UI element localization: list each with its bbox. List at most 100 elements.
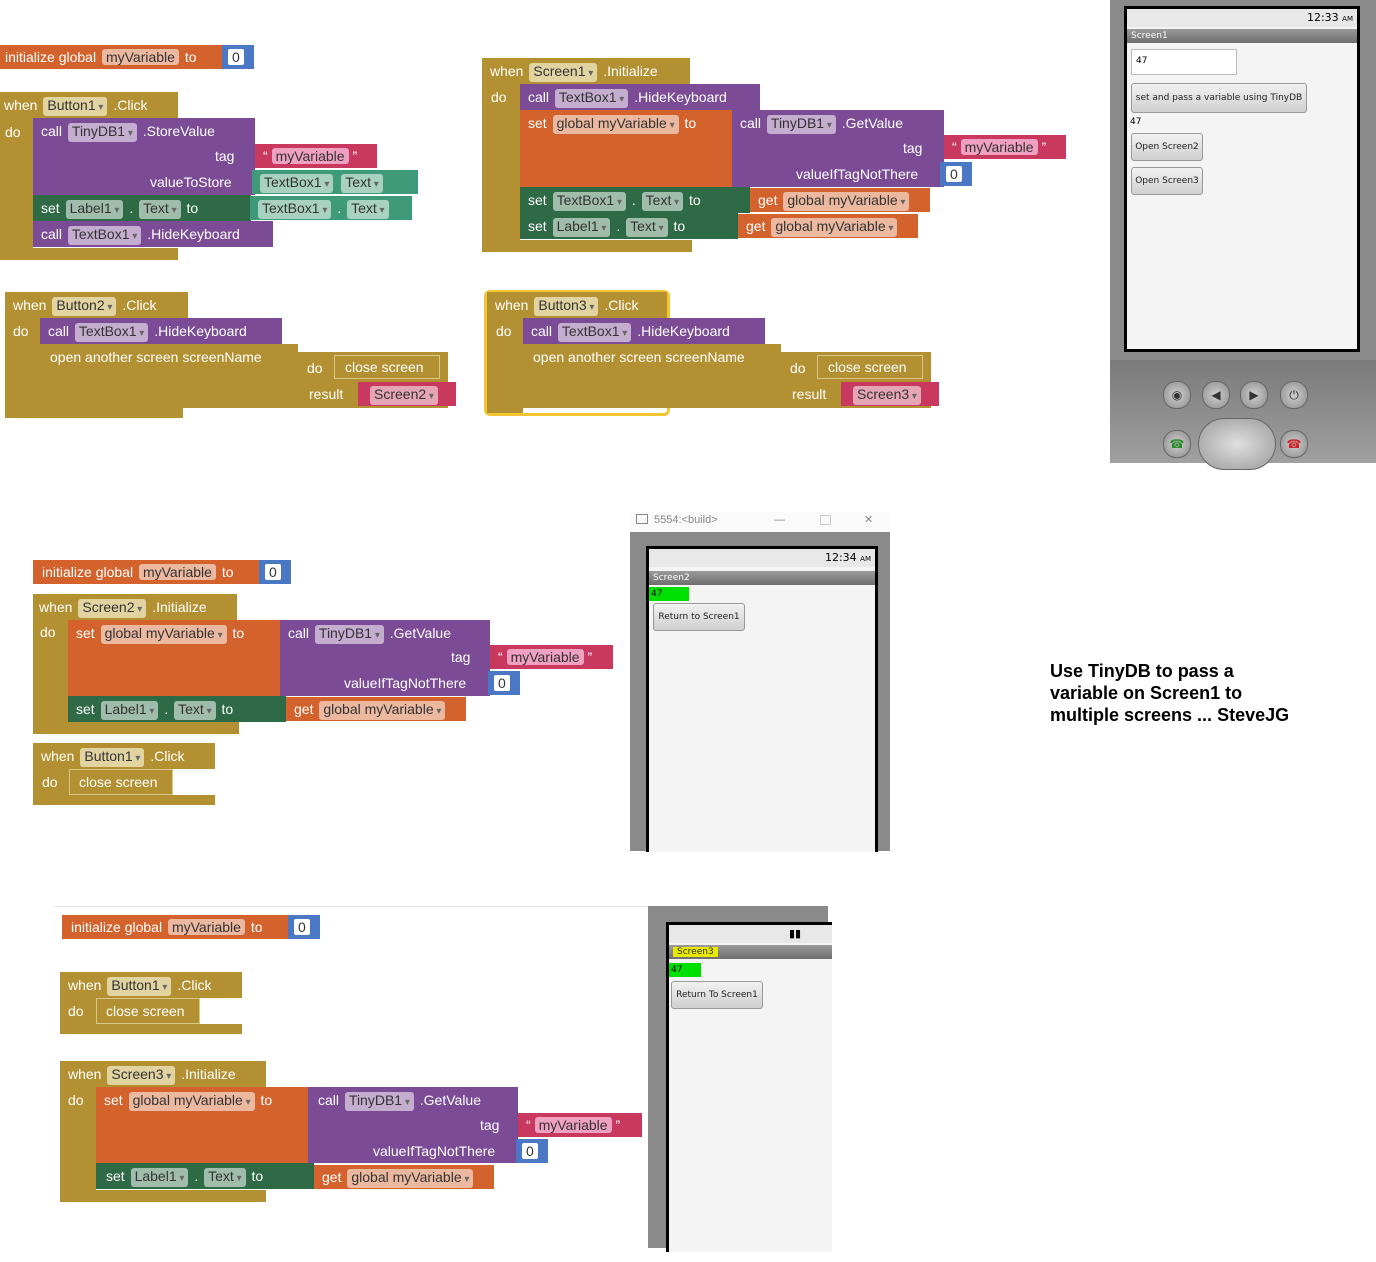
component-dropdown[interactable]: Screen1 [529, 63, 598, 82]
property-dropdown[interactable]: Text [139, 200, 181, 219]
close-screen-block[interactable]: close screen [69, 769, 173, 795]
component-dropdown[interactable]: TextBox1 [554, 89, 629, 108]
call-tinydb-getvalue[interactable]: call TinyDB1 .GetValue [280, 620, 490, 696]
call-icon[interactable]: ☎ [1163, 430, 1191, 458]
close-screen-block[interactable]: close screen [96, 998, 200, 1024]
init-global-block[interactable]: initialize global myVariable to [33, 560, 259, 584]
dpad[interactable] [1198, 418, 1276, 470]
component-dropdown[interactable]: Label1 [130, 1168, 189, 1187]
component-dropdown[interactable]: Button1 [43, 97, 108, 116]
component-dropdown[interactable]: TinyDB1 [67, 123, 137, 142]
end-call-icon[interactable]: ☎ [1280, 430, 1308, 458]
property-dropdown[interactable]: Text [341, 174, 383, 193]
set-global-variable[interactable]: set global myVariable to [96, 1087, 308, 1163]
get-global-variable[interactable]: get global myVariable [750, 188, 930, 212]
textbox-text-getter[interactable]: TextBox1 Text [252, 170, 418, 194]
call-hidekeyboard[interactable]: call TextBox1 .HideKeyboard [523, 318, 765, 344]
text-value[interactable]: myVariable [271, 148, 349, 164]
component-dropdown[interactable]: TextBox1 [557, 323, 632, 342]
property-dropdown[interactable]: Text [347, 200, 389, 219]
component-dropdown[interactable]: Screen2 [78, 599, 147, 618]
screen-name-block[interactable]: Screen2 [358, 382, 456, 406]
number-value[interactable]: 0 [228, 49, 244, 65]
maximize-icon[interactable] [820, 515, 831, 525]
init-global-block[interactable]: initialize global myVariable to [62, 915, 288, 939]
text-block[interactable]: “ myVariable ” [255, 144, 377, 168]
power-icon[interactable]: ⏻ [1280, 381, 1308, 409]
component-dropdown[interactable]: Screen3 [107, 1066, 176, 1085]
set-textbox-text-block[interactable]: set TextBox1 . Text to [520, 187, 750, 213]
number-value[interactable]: 0 [265, 564, 281, 580]
number-value[interactable]: 0 [494, 675, 510, 691]
close-screen-block[interactable]: close screen [817, 355, 923, 379]
return-to-screen1-button[interactable]: Return to Screen1 [653, 603, 745, 631]
set-and-pass-button[interactable]: set and pass a variable using TinyDB [1131, 83, 1307, 113]
open-another-screen-block[interactable]: open another screen screenName [523, 344, 781, 408]
call-tinydb-getvalue[interactable]: call TinyDB1 .GetValue [308, 1087, 518, 1163]
number-block[interactable]: 0 [516, 1139, 548, 1163]
textbox1[interactable]: 47 [1131, 49, 1237, 75]
return-to-screen1-button[interactable]: Return To Screen1 [671, 981, 763, 1009]
variable-dropdown[interactable]: global myVariable [771, 218, 898, 237]
text-block[interactable]: “ myVariable ” [490, 645, 613, 669]
variable-dropdown[interactable]: global myVariable [319, 701, 446, 720]
number-value[interactable]: 0 [294, 919, 310, 935]
property-dropdown[interactable]: Text [174, 701, 216, 720]
set-label-text-block[interactable]: set Label1 . Text to [33, 195, 251, 221]
event-button2-click[interactable]: when Button2 .Click [5, 292, 188, 318]
variable-name-field[interactable]: myVariable [138, 564, 216, 580]
component-dropdown[interactable]: TinyDB1 [766, 115, 836, 134]
event-screen3-initialize[interactable]: when Screen3 .Initialize [60, 1061, 266, 1087]
text-value[interactable]: myVariable [960, 139, 1038, 155]
textbox-text-getter[interactable]: TextBox1 . Text [250, 196, 412, 220]
open-another-screen-block[interactable]: open another screen screenName [40, 344, 298, 408]
variable-dropdown[interactable]: global myVariable [552, 115, 679, 134]
open-screen2-button[interactable]: Open Screen2 [1131, 133, 1203, 161]
component-dropdown[interactable]: TextBox1 [552, 192, 626, 211]
call-hidekeyboard[interactable]: call TextBox1 .HideKeyboard [33, 221, 273, 247]
component-dropdown[interactable]: Button1 [80, 748, 145, 767]
close-icon[interactable]: ✕ [864, 514, 874, 526]
component-dropdown[interactable]: Button2 [52, 297, 117, 316]
component-dropdown[interactable]: TextBox1 [260, 174, 334, 193]
set-label-text-block[interactable]: set Label1 . Text to [96, 1163, 314, 1189]
number-value[interactable]: 0 [946, 166, 962, 182]
property-dropdown[interactable]: Text [626, 218, 668, 237]
init-global-block[interactable]: initialize global myVariable to [0, 45, 222, 69]
variable-name-field[interactable]: myVariable [101, 49, 179, 65]
event-screen1-initialize[interactable]: when Screen1 .Initialize [482, 58, 690, 84]
call-hidekeyboard[interactable]: call TextBox1 .HideKeyboard [40, 318, 282, 344]
number-block[interactable]: 0 [259, 560, 291, 584]
volume-up-icon[interactable]: ▶ [1240, 381, 1268, 409]
event-screen2-initialize[interactable]: when Screen2 .Initialize [33, 594, 237, 620]
component-dropdown[interactable]: TextBox1 [74, 323, 149, 342]
get-global-variable[interactable]: get global myVariable [314, 1165, 494, 1189]
variable-dropdown[interactable]: global myVariable [347, 1169, 474, 1188]
call-hidekeyboard[interactable]: call TextBox1 .HideKeyboard [520, 84, 760, 110]
set-label-text-block[interactable]: set Label1 . Text to [68, 696, 286, 722]
volume-down-icon[interactable]: ◀ [1202, 381, 1230, 409]
number-block[interactable]: 0 [488, 671, 520, 695]
variable-dropdown[interactable]: global myVariable [100, 625, 227, 644]
property-dropdown[interactable]: Text [641, 192, 684, 211]
variable-name-field[interactable]: myVariable [167, 919, 245, 935]
variable-dropdown[interactable]: global myVariable [783, 192, 910, 211]
component-dropdown[interactable]: TextBox1 [258, 200, 332, 219]
component-dropdown[interactable]: Label1 [100, 701, 159, 720]
event-button3-click[interactable]: when Button3 .Click [487, 292, 667, 318]
close-screen-block[interactable]: close screen [334, 355, 440, 379]
component-dropdown[interactable]: Button1 [107, 977, 172, 996]
screen-dropdown[interactable]: Screen2 [370, 386, 438, 405]
minimize-icon[interactable]: — [774, 514, 785, 526]
get-global-variable[interactable]: get global myVariable [286, 697, 466, 721]
component-dropdown[interactable]: Label1 [552, 218, 611, 237]
number-value[interactable]: 0 [522, 1143, 538, 1159]
number-block[interactable]: 0 [940, 162, 972, 186]
set-global-variable[interactable]: set global myVariable to [520, 110, 732, 187]
component-dropdown[interactable]: TextBox1 [67, 226, 142, 245]
number-block[interactable]: 0 [222, 45, 254, 69]
screen-dropdown[interactable]: Screen3 [853, 386, 921, 405]
text-value[interactable]: myVariable [534, 1117, 612, 1133]
component-dropdown[interactable]: Label1 [65, 200, 124, 219]
component-dropdown[interactable]: TinyDB1 [344, 1092, 414, 1111]
